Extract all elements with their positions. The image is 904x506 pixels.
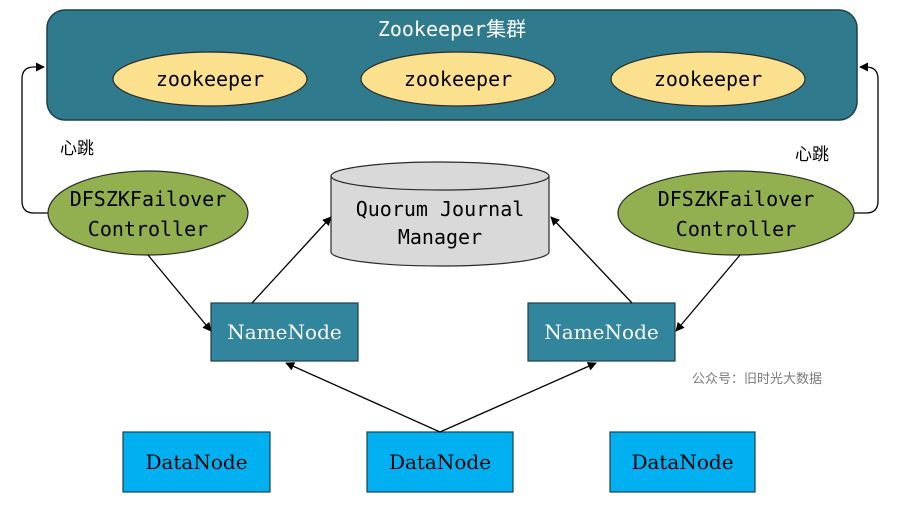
namenode-left: NameNode — [210, 302, 359, 362]
zookeeper-node-3: zookeeper — [610, 51, 806, 107]
zookeeper-cluster-title: Zookeeper集群 — [378, 17, 526, 41]
zkfc-right-line1: DFSZKFailover — [658, 187, 815, 211]
zkfc-left: DFSZKFailover Controller — [47, 170, 249, 256]
arrow-zkfc-right-to-namenode — [675, 254, 741, 332]
datanode-right-label: DataNode — [631, 450, 733, 474]
zkfc-left-line1: DFSZKFailover — [70, 187, 227, 211]
namenode-left-label: NameNode — [227, 320, 341, 344]
zookeeper-node-label: zookeeper — [654, 67, 762, 91]
datanode-center: DataNode — [366, 431, 514, 493]
zkfc-left-line2: Controller — [88, 217, 208, 241]
qjm-line2: Manager — [398, 225, 482, 249]
zkfc-right: DFSZKFailover Controller — [617, 170, 855, 256]
datanode-left-label: DataNode — [145, 450, 247, 474]
arrow-namenode-left-to-qjm — [251, 216, 332, 304]
watermark: 公众号：旧时光大数据 — [692, 372, 822, 387]
qjm-line1: Quorum Journal — [356, 197, 525, 221]
heartbeat-label-left: 心跳 — [60, 139, 94, 159]
datanode-right: DataNode — [609, 431, 756, 493]
zkfc-right-line2: Controller — [676, 217, 796, 241]
heartbeat-label-right: 心跳 — [795, 145, 829, 165]
namenode-right: NameNode — [527, 302, 676, 362]
datanode-center-label: DataNode — [389, 450, 491, 474]
zookeeper-node-2: zookeeper — [360, 51, 556, 107]
arrow-zkfc-left-to-namenode — [147, 254, 212, 332]
namenode-right-label: NameNode — [544, 320, 658, 344]
datanode-left: DataNode — [122, 431, 271, 493]
zookeeper-node-label: zookeeper — [404, 67, 512, 91]
quorum-journal-manager: Quorum Journal Manager — [330, 161, 550, 267]
zookeeper-node-1: zookeeper — [112, 51, 308, 107]
heartbeat-connector-right — [852, 62, 879, 214]
arrow-datanode-to-namenode-right — [439, 362, 597, 433]
heartbeat-connector-left — [21, 62, 50, 214]
arrow-datanode-to-namenode-left — [285, 362, 441, 433]
arrow-namenode-right-to-qjm — [550, 216, 633, 304]
zookeeper-node-label: zookeeper — [156, 67, 264, 91]
